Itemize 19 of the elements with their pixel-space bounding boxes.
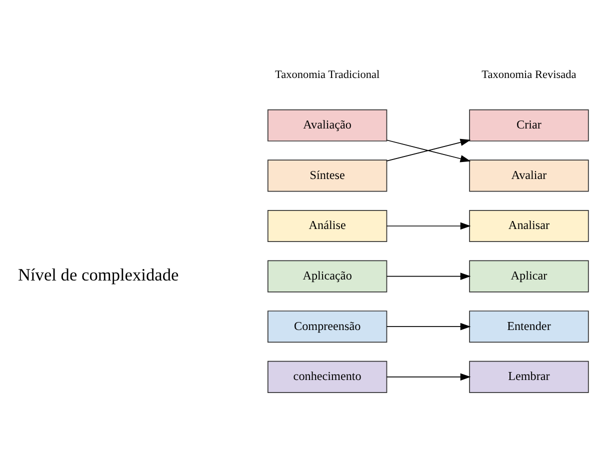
node-box: conhecimento bbox=[267, 360, 388, 393]
node-box: Compreensão bbox=[267, 310, 388, 343]
node-box: Avaliar bbox=[469, 160, 589, 192]
node-box: Entender bbox=[469, 310, 589, 343]
node-box: Aplicar bbox=[469, 260, 589, 292]
arrow bbox=[386, 222, 471, 230]
label: Nível de complexidade bbox=[18, 266, 179, 285]
node-box: Avaliação bbox=[267, 109, 388, 142]
label: Taxonomia Tradicional bbox=[274, 69, 380, 82]
arrow bbox=[386, 373, 471, 381]
node-box: Criar bbox=[469, 109, 589, 142]
node-box: Síntese bbox=[267, 160, 388, 192]
node-box: Análise bbox=[267, 210, 388, 242]
arrow bbox=[386, 272, 471, 280]
label: Taxonomia Revisada bbox=[482, 69, 576, 82]
node-box: Aplicação bbox=[267, 260, 388, 292]
arrow bbox=[386, 322, 471, 330]
node-box: Lembrar bbox=[469, 360, 589, 393]
node-box: Analisar bbox=[469, 210, 589, 242]
